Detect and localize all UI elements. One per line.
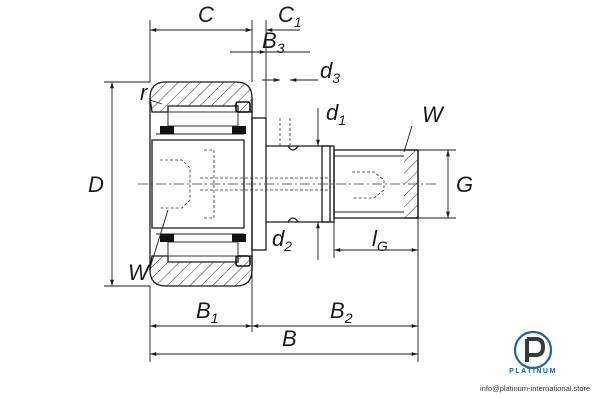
- dimension-lines: [104, 20, 456, 362]
- brand-name: PLATINUM: [509, 368, 557, 375]
- label-lG: lG: [372, 226, 388, 254]
- label-W-bottom: W: [128, 260, 151, 285]
- outer-ring-top-section: [149, 81, 253, 113]
- seal-top-right: [232, 126, 246, 134]
- contact-email[interactable]: info@platinum-international.store: [480, 384, 591, 393]
- seal-bottom-left: [160, 234, 174, 242]
- label-D: D: [88, 172, 104, 197]
- label-B2: B2: [330, 298, 353, 326]
- seal-ring-top: [235, 101, 251, 113]
- seal-top-left: [160, 126, 174, 134]
- needle-rollers: [156, 111, 244, 257]
- platinum-logo: [513, 330, 553, 370]
- seal-bottom-right: [232, 234, 246, 242]
- outer-ring-bottom-section: [149, 255, 253, 287]
- label-B1: B1: [196, 298, 218, 326]
- label-d1: d1: [326, 100, 346, 128]
- logo-p-mark: [525, 337, 546, 362]
- label-d3: d3: [320, 58, 340, 86]
- label-W-top: W: [422, 102, 445, 127]
- seals: [160, 101, 251, 267]
- dimension-labels: C C1 B3 d3 d1 r W D G d2 lG W B1 B2 B: [88, 2, 473, 351]
- logo-circle: [513, 330, 553, 370]
- label-G: G: [456, 172, 473, 197]
- label-B: B: [282, 326, 297, 351]
- outer-ring: [149, 81, 253, 287]
- stud: [151, 117, 419, 251]
- seal-ring-bottom: [235, 255, 251, 267]
- label-C1: C1: [278, 2, 302, 30]
- label-B3: B3: [262, 28, 285, 56]
- label-d2: d2: [272, 226, 292, 254]
- label-r: r: [140, 80, 149, 105]
- label-C: C: [198, 2, 214, 27]
